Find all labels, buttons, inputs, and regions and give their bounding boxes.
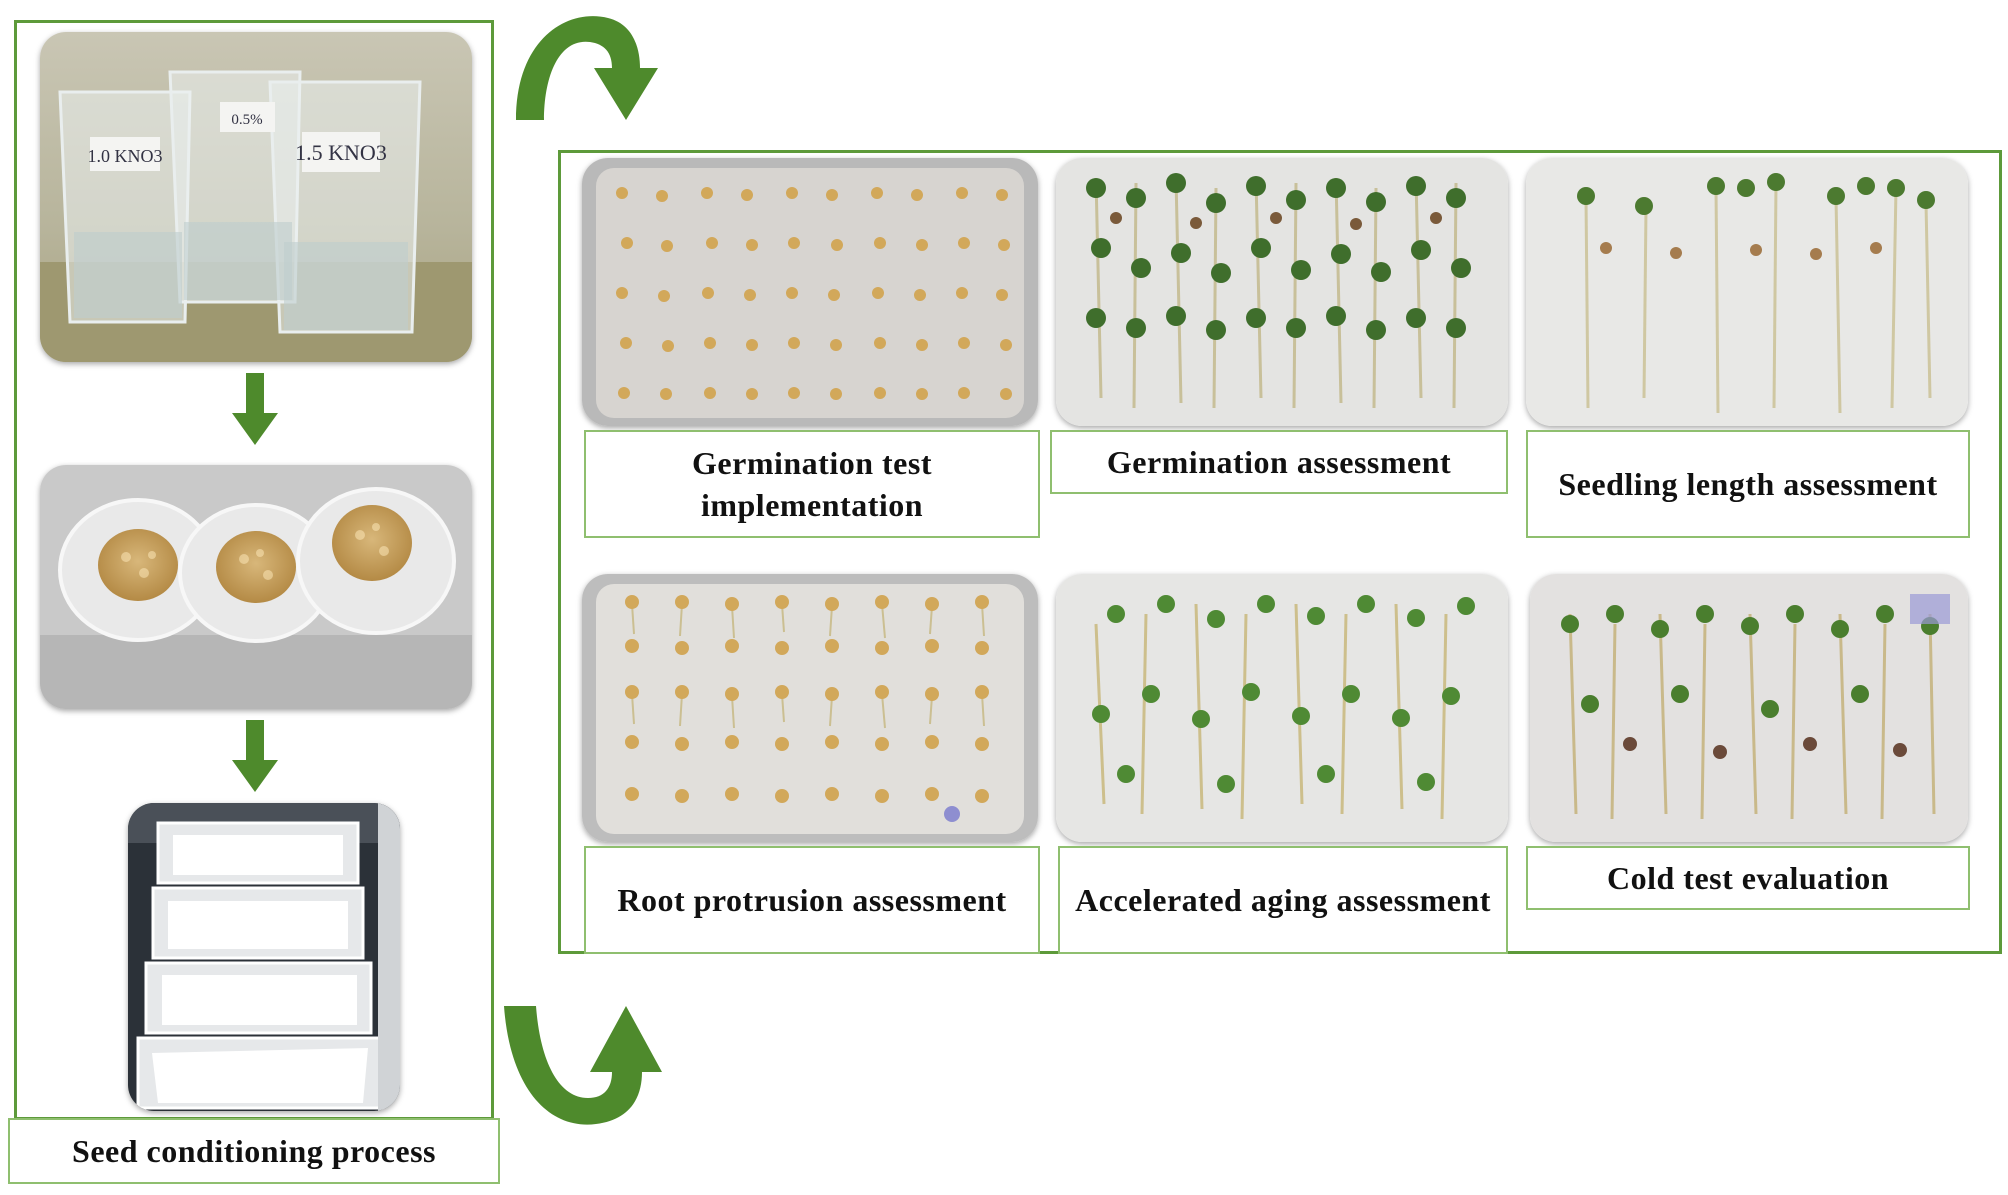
down-arrow-icon — [232, 720, 278, 792]
beaker-label-1: 1.0 KNO3 — [88, 146, 163, 166]
beaker-label-3: 1.5 KNO3 — [295, 140, 387, 165]
germination-test-photo — [582, 158, 1038, 426]
paper-trays-photo — [128, 803, 400, 1111]
germination-test-label: Germination test implementation — [584, 430, 1040, 538]
seed-cups-photo — [40, 465, 472, 709]
root-protrusion-photo — [582, 574, 1038, 842]
accelerated-aging-photo — [1056, 574, 1508, 842]
seedling-length-label: Seedling length assessment — [1526, 430, 1970, 538]
cold-test-photo — [1530, 574, 1968, 842]
root-protrusion-label: Root protrusion assessment — [584, 846, 1040, 954]
curved-arrow-top-icon — [508, 8, 668, 123]
curved-arrow-bottom-icon — [500, 1000, 670, 1130]
beaker-label-2: 0.5% — [231, 112, 262, 128]
germination-assessment-photo — [1056, 158, 1508, 426]
down-arrow-icon — [232, 373, 278, 445]
seed-conditioning-caption: Seed conditioning process — [8, 1118, 500, 1184]
beakers-photo: 1.0 KNO3 0.5% 1.5 KNO3 — [40, 32, 472, 362]
seedling-length-photo — [1526, 158, 1968, 426]
accelerated-aging-label: Accelerated aging assessment — [1058, 846, 1508, 954]
cold-test-label: Cold test evaluation — [1526, 846, 1970, 910]
germination-assessment-label: Germination assessment — [1050, 430, 1508, 494]
